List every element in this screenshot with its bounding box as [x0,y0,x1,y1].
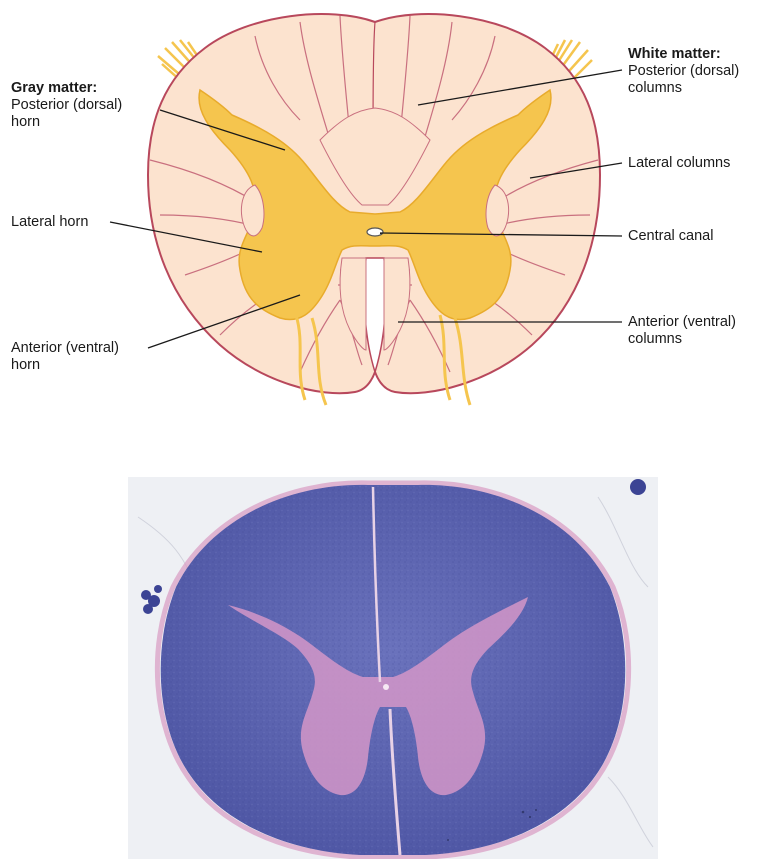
anterior-columns-line1: Anterior (ventral) [628,314,736,331]
label-anterior-horn: Anterior (ventral) horn [11,340,119,374]
central-canal-text: Central canal [628,228,713,245]
posterior-horn-line2: horn [11,114,122,131]
posterior-columns-line2: columns [628,80,739,97]
gray-matter-heading: Gray matter: [11,80,122,97]
label-anterior-columns: Anterior (ventral) columns [628,314,736,348]
lateral-horn-text: Lateral horn [11,214,88,231]
anterior-columns-line2: columns [628,331,736,348]
posterior-horn-line1: Posterior (dorsal) [11,97,122,114]
label-posterior-horn: Gray matter: Posterior (dorsal) horn [11,80,122,131]
label-posterior-columns: White matter: Posterior (dorsal) columns [628,46,739,97]
central-canal [367,228,383,236]
histology-micrograph [128,477,658,859]
anterior-horn-line2: horn [11,357,119,374]
central-canal-stained [383,684,389,690]
label-lateral-horn: Lateral horn [11,214,88,231]
lateral-columns-text: Lateral columns [628,155,730,172]
posterior-columns-line1: Posterior (dorsal) [628,63,739,80]
anterior-horn-line1: Anterior (ventral) [11,340,119,357]
label-lateral-columns: Lateral columns [628,155,730,172]
white-matter-heading: White matter: [628,46,739,63]
label-central-canal: Central canal [628,228,713,245]
white-matter-texture [161,485,626,855]
